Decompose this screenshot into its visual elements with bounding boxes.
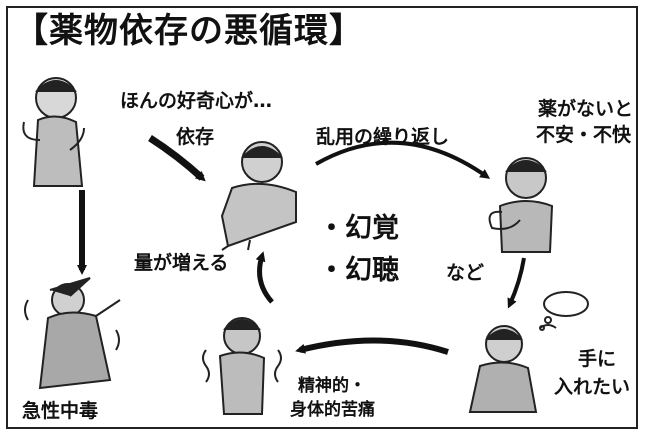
arrow-anxiety-to-wanting xyxy=(507,257,526,309)
arrow-wanting-to-suffering xyxy=(295,337,449,355)
dependence-label: 依存 xyxy=(176,126,215,148)
diagram-border xyxy=(6,6,638,429)
center-etc-label: など xyxy=(446,262,485,284)
anxious-person-figure xyxy=(488,157,554,253)
curiosity-label: ほんの好奇心が… xyxy=(120,90,273,112)
arrow-suffering-to-dependence xyxy=(255,251,274,304)
wanting-person-figure xyxy=(468,291,589,413)
center-item-auditory-hallucination: ・幻聴 xyxy=(318,255,399,286)
arrows xyxy=(77,135,526,355)
suffering-person-figure xyxy=(202,317,282,415)
want-label-line1: 手に xyxy=(578,348,617,370)
increase-label: 量が増える xyxy=(134,252,229,274)
anxiety-label-line2: 不安・不快 xyxy=(536,124,632,146)
anxiety-label-line1: 薬がないと xyxy=(538,98,634,120)
diagram-title: 【薬物依存の悪循環】 xyxy=(14,11,364,51)
curious-person-figure xyxy=(22,77,85,187)
repeated-abuse-label: 乱用の繰り返し xyxy=(316,126,450,148)
acute-poisoning-label: 急性中毒 xyxy=(22,400,99,422)
center-item-hallucination: ・幻覚 xyxy=(318,213,399,244)
dependent-person-figure xyxy=(220,141,297,251)
suffering-label-line1: 精神的・ xyxy=(298,376,366,396)
poisoned-person-figure xyxy=(24,277,121,390)
want-label-line2: 入れたい xyxy=(554,376,631,398)
arrow-dependence-to-anxiety xyxy=(315,140,491,179)
suffering-label-line2: 身体的苦痛 xyxy=(290,400,375,420)
arrow-curiosity-to-dependence xyxy=(148,135,206,182)
